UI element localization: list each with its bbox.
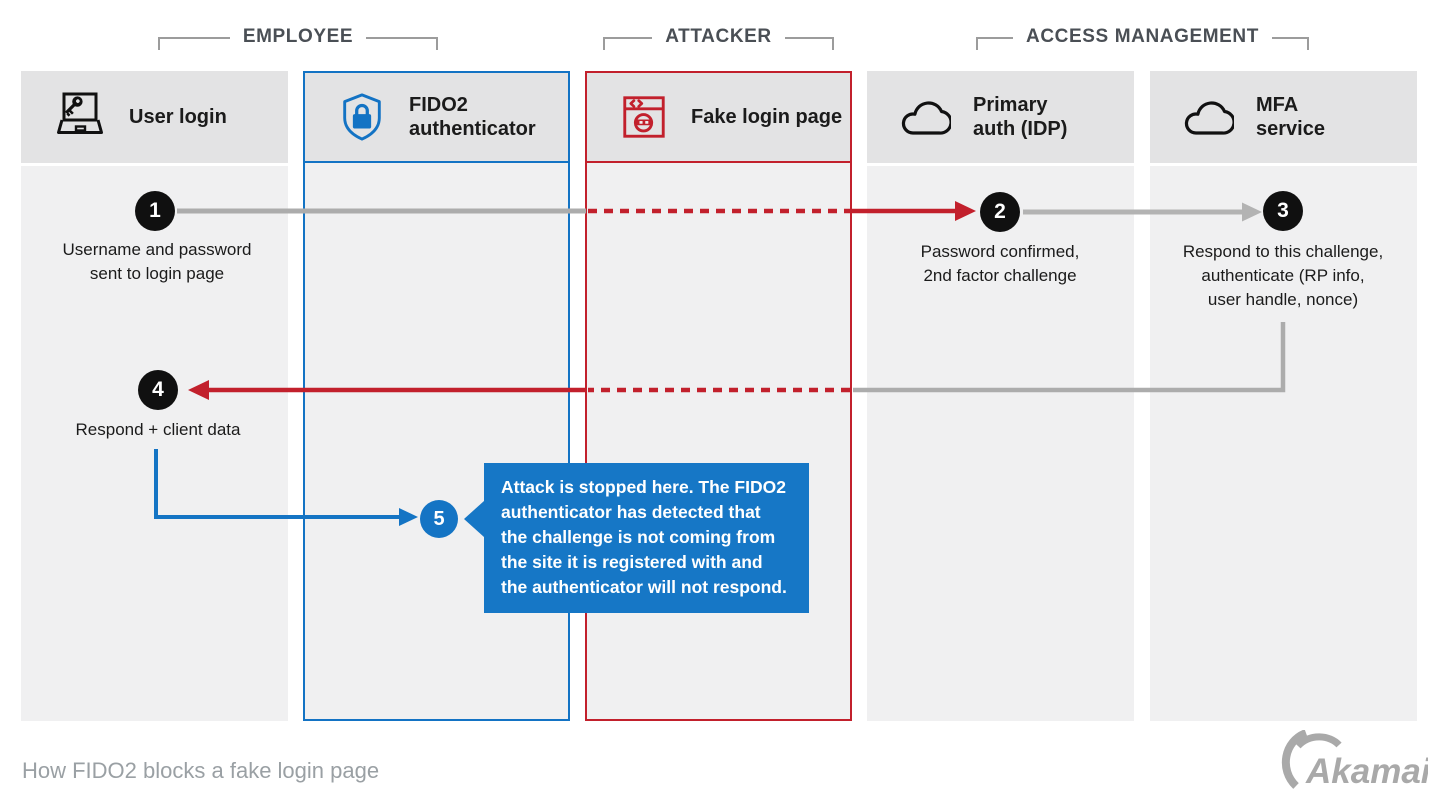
akamai-logo-text: Akamai [1305,752,1428,791]
lane-primary-auth-header: Primary auth (IDP) [867,71,1134,163]
bracket-line [784,37,833,39]
bracket-line [1271,37,1307,39]
lane-user-login-body [21,166,288,721]
bracket-line [605,37,653,39]
cloud-icon [899,91,951,143]
lane-fake-login-header: Fake login page [587,73,850,163]
bracket-tick [603,37,605,50]
diagram-caption: How FIDO2 blocks a fake login page [22,758,380,783]
bracket-tick [436,37,439,50]
bracket-tick [832,37,835,50]
lane-mfa-body [1150,166,1417,721]
lane-fake-login-page: Fake login page [585,71,852,721]
bracket-line [160,37,230,39]
lane-label-fido2-authenticator: FIDO2 authenticator [409,94,536,140]
group-bracket-employee: EMPLOYEE [158,26,439,51]
akamai-logo-arc-outer [1281,729,1308,789]
lane-user-login: User login [21,71,288,721]
lane-label-primary-auth: Primary auth (IDP) [973,94,1068,140]
bracket-tick [158,37,160,50]
group-bracket-attacker: ATTACKER [603,26,835,51]
bracket-tick [976,37,978,50]
bracket-line [366,37,437,39]
lane-primary-auth-idp: Primary auth (IDP) [867,71,1134,721]
lane-label-fake-login-page: Fake login page [691,106,843,128]
bracket-tick [1307,37,1309,50]
akamai-logo: Akamai [1268,729,1432,797]
fake-login-page-icon [619,91,669,143]
group-bracket-access-management: ACCESS MANAGEMENT [976,26,1309,51]
shield-lock-icon [337,91,387,143]
laptop-key-icon [53,91,107,143]
step4-text: Respond + client data [75,420,241,439]
lane-label-mfa-service: MFA service [1256,94,1325,140]
step-badge-3: 3 [1263,191,1303,231]
cloud-icon [1182,91,1234,143]
step-badge-5: 5 [420,500,458,538]
attack-stopped-callout: Attack is stopped here. The FIDO2 authen… [464,463,809,613]
lane-label-user-login: User login [129,106,227,128]
step2-text: Password confirmed, 2nd factor challenge [920,242,1080,285]
lane-fido2-authenticator: FIDO2 authenticator [303,71,570,721]
lane-fido2-header: FIDO2 authenticator [305,73,568,163]
step-badge-4: 4 [138,370,178,410]
group-label-attacker: ATTACKER [665,26,772,47]
akamai-logo-arc-inner [1295,733,1342,749]
group-label-access-management: ACCESS MANAGEMENT [1026,26,1259,47]
step1-text: Username and password sent to login page [62,240,252,283]
lane-mfa-service: MFA service [1150,71,1417,721]
step-badge-2: 2 [980,192,1020,232]
group-label-employee: EMPLOYEE [242,26,354,47]
step3-text: Respond to this challenge, authenticate … [1182,242,1384,309]
step-badge-1: 1 [135,191,175,231]
bracket-line [978,37,1014,39]
lane-primary-auth-body [867,166,1134,721]
lane-user-login-header: User login [21,71,288,163]
lane-mfa-header: MFA service [1150,71,1417,163]
